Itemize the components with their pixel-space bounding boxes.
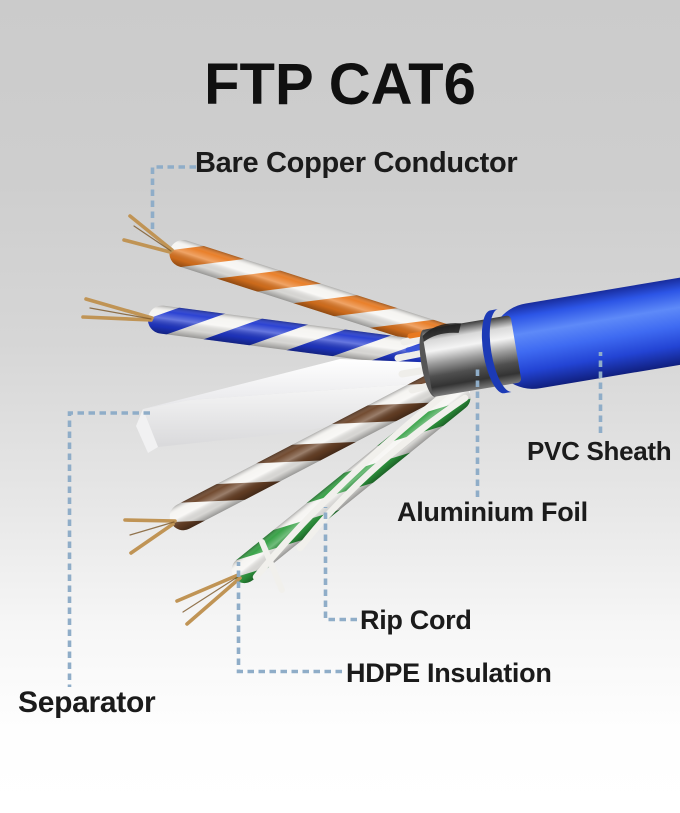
leader-separator: [67, 411, 150, 687]
label-hdpe-insulation: HDPE Insulation: [346, 658, 552, 688]
aluminium-foil-graphic: [419, 309, 522, 397]
label-separator: Separator: [18, 686, 156, 719]
label-aluminium-foil: Aluminium Foil: [397, 497, 588, 527]
label-pvc-sheath: PVC Sheath: [527, 436, 672, 466]
blue-pair-graphic: [147, 305, 468, 372]
leader-bare-copper-conductor: [150, 165, 196, 231]
copper-conductors-graphic: [81, 214, 242, 626]
foil-curled-edge: [422, 323, 462, 342]
leader-lines: [67, 165, 603, 687]
rip-cord-stub: [259, 539, 285, 593]
leader-hdpe-insulation: [236, 562, 342, 674]
label-rip-cord: Rip Cord: [360, 605, 472, 635]
copper-tip-green-pair: [175, 573, 242, 626]
copper-tip-blue-pair: [81, 297, 154, 322]
page-title: FTP CAT6: [204, 52, 476, 117]
label-bare-copper-conductor: Bare Copper Conductor: [195, 147, 518, 179]
sheath-cut-rim: [481, 309, 513, 394]
rip-cord-graphic: [252, 384, 469, 593]
copper-tip-orange-pair: [122, 214, 174, 254]
copper-conductor-shadows: [89, 225, 240, 613]
orange-pair-graphic: [169, 240, 459, 352]
copper-tip-brown-pair: [123, 518, 177, 555]
pvc-sheath-graphic: [489, 275, 680, 389]
rip-cord-string-2: [296, 394, 469, 552]
rip-cord-string-1: [252, 384, 456, 581]
brown-pair-graphic: [169, 361, 470, 531]
leader-rip-cord: [323, 507, 357, 622]
